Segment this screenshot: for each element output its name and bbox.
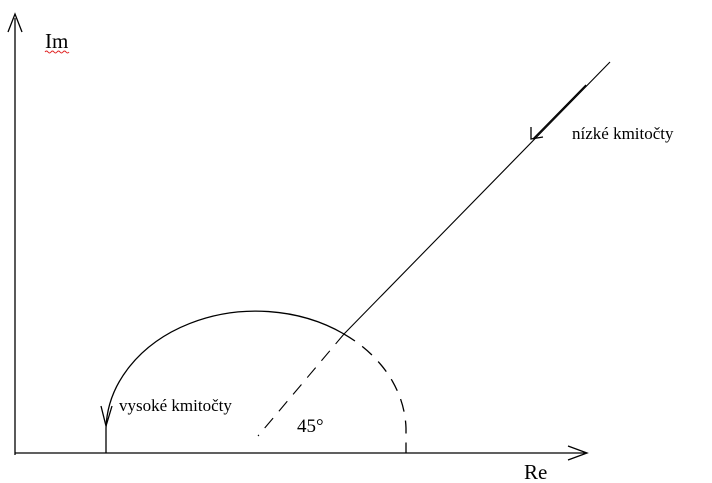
semicircle-solid <box>105 310 345 453</box>
spellcheck-underline <box>44 50 70 54</box>
high-freq-label: vysoké kmitočty <box>119 396 232 415</box>
semicircle-dashed <box>343 333 407 453</box>
low-freq-arrow-shaft <box>532 84 587 140</box>
warburg-line-dashed <box>257 333 345 437</box>
warburg-line-solid <box>343 61 611 335</box>
re-axis-label: Re <box>524 460 547 483</box>
im-axis-arrowhead <box>7 12 23 33</box>
re-axis-arrowhead <box>567 445 589 461</box>
low-freq-label: nízké kmitočty <box>572 124 674 143</box>
angle-label: 45° <box>297 416 324 437</box>
high-freq-arrow <box>100 405 113 429</box>
im-axis-label: Im <box>45 29 68 53</box>
low-freq-arrowhead <box>530 127 544 140</box>
